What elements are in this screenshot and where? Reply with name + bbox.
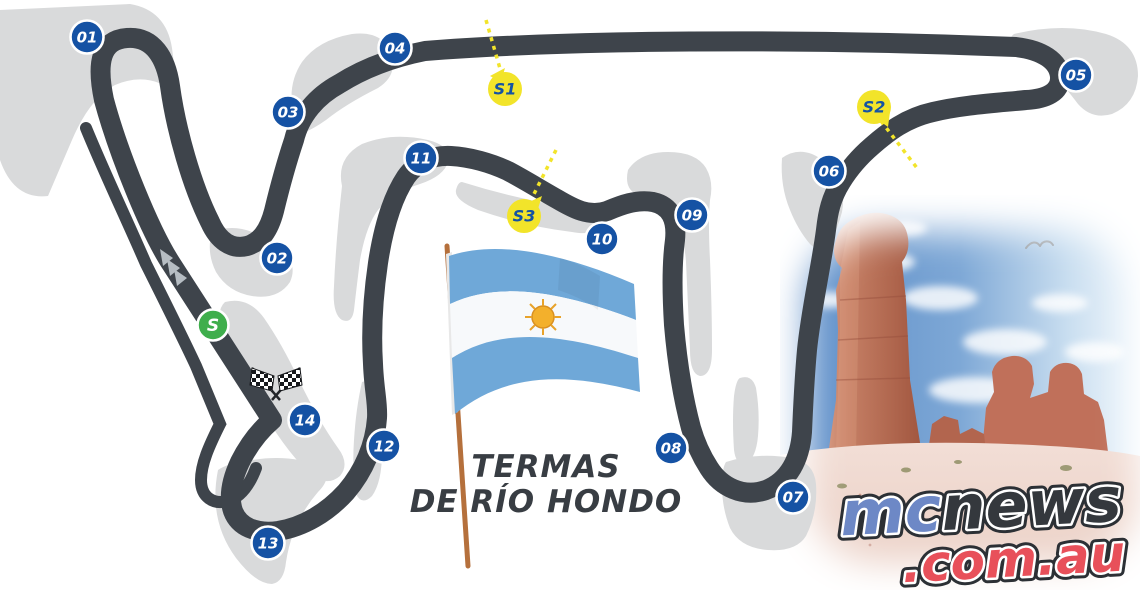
corner-circle <box>377 30 413 66</box>
corner-number: 09 <box>682 207 703 225</box>
direction-arrows-icon <box>160 249 187 286</box>
corner-marker-09: 09 <box>674 197 710 233</box>
corner-marker-03: 03 <box>270 94 306 130</box>
corner-number: 03 <box>278 104 299 122</box>
circuit-title-line2: DE RÍO HONDO <box>410 484 683 520</box>
runoff-area <box>333 136 449 321</box>
corner-marker-05: 05 <box>1058 57 1094 93</box>
finish-flags-icon <box>249 367 303 401</box>
circuit-title: TERMAS DE RÍO HONDO <box>410 449 683 520</box>
corner-circle <box>811 153 847 189</box>
logo-outline: .com.au <box>900 525 1126 590</box>
corner-number: 12 <box>374 438 395 456</box>
corner-marker-11: 11 <box>403 140 439 176</box>
corner-circle <box>366 428 402 464</box>
corner-number: 10 <box>592 231 613 249</box>
rock-mesa-right <box>982 355 1108 452</box>
corner-number: 14 <box>295 412 316 430</box>
bird-icon <box>1025 240 1054 249</box>
corner-markers-layer: 01 02 03 04 05 06 07 08 09 10 11 12 13 14 <box>69 19 1094 561</box>
logo-part-mc: mc <box>838 472 943 550</box>
start-marker: S <box>196 308 230 342</box>
corner-marker-02: 02 <box>259 240 295 276</box>
corner-marker-04: 04 <box>377 30 413 66</box>
corner-marker-13: 13 <box>250 525 286 561</box>
sector-marker-S2: S2 <box>857 90 919 170</box>
sector-circle <box>857 90 891 124</box>
circuit-title-line1: TERMAS <box>471 449 620 485</box>
runoff-area <box>0 4 178 197</box>
corner-circle <box>674 197 710 233</box>
logo-text-domain: .com.au <box>900 525 1126 590</box>
corner-marker-12: 12 <box>366 428 402 464</box>
corner-number: 05 <box>1066 67 1087 85</box>
corner-marker-08: 08 <box>653 430 689 466</box>
sector-marker-S3: S3 <box>507 149 558 233</box>
runoff-area <box>733 377 759 465</box>
sector-leader-line <box>879 119 919 170</box>
corner-circle <box>250 525 286 561</box>
corner-number: 04 <box>385 40 406 58</box>
shrubs <box>837 460 1072 489</box>
corner-circle <box>403 140 439 176</box>
logo-outline: mcnews <box>838 463 1123 551</box>
corner-marker-14: 14 <box>287 402 323 438</box>
corner-circle <box>270 94 306 130</box>
race-track <box>90 27 1070 542</box>
start-label: S <box>207 316 219 336</box>
corner-circle <box>259 240 295 276</box>
rock-highlight <box>836 222 860 455</box>
rock-pillar <box>828 212 922 455</box>
sector-marker-S1: S1 <box>484 19 522 106</box>
rock-striations <box>835 295 911 381</box>
sector-circle <box>488 72 522 106</box>
sand <box>780 442 1140 590</box>
sector-label: S2 <box>863 98 886 117</box>
logo-white-stroke: mcnews <box>838 463 1123 551</box>
flag-stripe-top <box>449 248 636 320</box>
corner-number: 06 <box>819 163 840 181</box>
sector-circle <box>507 199 541 233</box>
corner-marker-07: 07 <box>775 479 811 515</box>
sun-icon <box>525 299 561 335</box>
corner-number: 01 <box>77 29 98 47</box>
corner-circle <box>69 19 105 55</box>
sector-leader-line <box>484 19 503 73</box>
corner-circle <box>287 402 323 438</box>
logo-text-main: mcnews <box>838 463 1123 551</box>
corner-marker-01: 01 <box>69 19 105 55</box>
corner-circle <box>653 430 689 466</box>
desert-photo <box>780 195 1140 590</box>
logo-white-stroke: .com.au <box>900 525 1126 590</box>
corner-circle <box>584 221 620 257</box>
corner-number: 13 <box>258 535 279 553</box>
start-circle <box>196 308 230 342</box>
sector-label: S3 <box>513 207 536 226</box>
corner-number: 08 <box>661 440 682 458</box>
corner-number: 07 <box>783 489 804 507</box>
corner-marker-06: 06 <box>811 153 847 189</box>
mcnews-logo: mcnews .com.au mcnews .com.au mcnews .co… <box>833 457 1132 590</box>
corner-circle <box>775 479 811 515</box>
corner-number: 11 <box>411 150 432 168</box>
logo-part-news: news <box>939 463 1123 545</box>
flag-stripe-bottom <box>452 336 640 414</box>
corner-circle <box>1058 57 1094 93</box>
corner-marker-10: 10 <box>584 221 620 257</box>
sector-label: S1 <box>494 80 517 99</box>
corner-number: 02 <box>267 250 288 268</box>
flag-fold-shadow <box>558 258 600 310</box>
argentina-flag-icon <box>444 243 640 569</box>
